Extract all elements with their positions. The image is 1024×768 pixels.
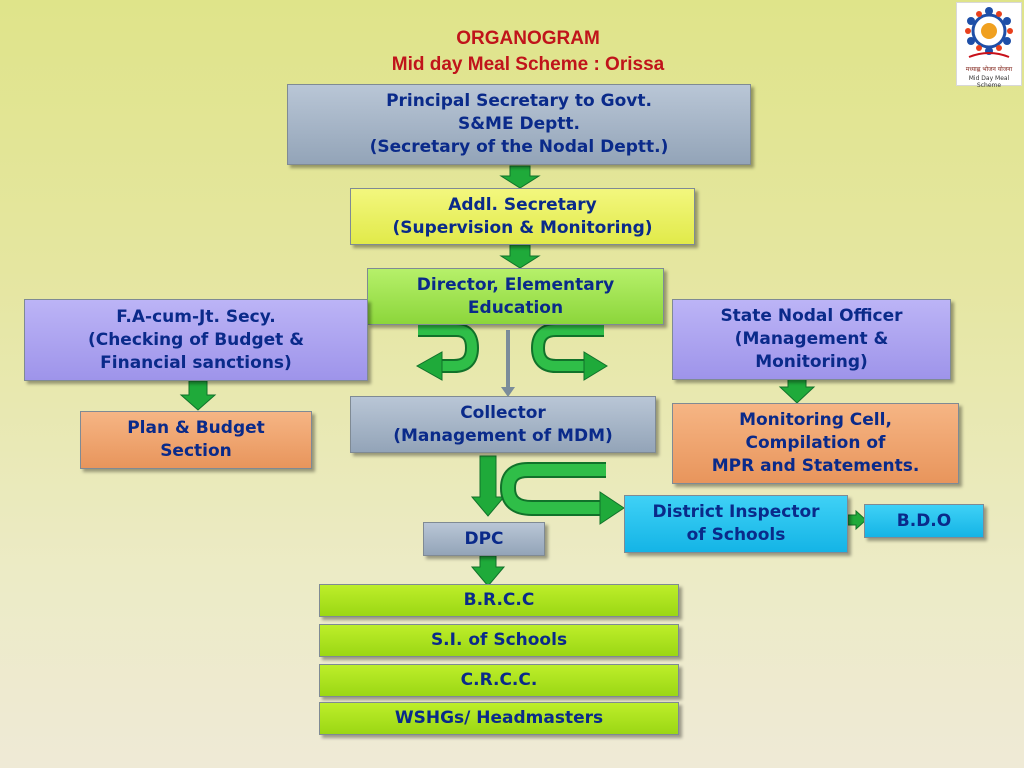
- node-addl-secretary: Addl. Secretary (Supervision & Monitorin…: [350, 188, 695, 245]
- arrow-director-to-fa: [415, 323, 479, 381]
- node-director: Director, Elementary Education: [367, 268, 664, 325]
- logo-text-english: Mid Day Meal Scheme: [968, 75, 1010, 89]
- arrow-addl-to-director: [499, 244, 541, 269]
- node-plan-budget: Plan & Budget Section: [80, 411, 312, 469]
- node-collector-label: Collector (Management of MDM): [393, 402, 613, 446]
- node-fa-jt-secy-label: F.A-cum-Jt. Secy. (Checking of Budget & …: [87, 306, 305, 373]
- arrow-principal-to-addl: [499, 165, 541, 189]
- mdm-logo-emblem: [965, 7, 1013, 58]
- arrow-director-to-collector: [501, 330, 515, 397]
- node-dpc: DPC: [423, 522, 545, 556]
- arrow-district-to-bdo: [847, 509, 867, 531]
- arrow-collector-to-district: [500, 462, 625, 525]
- node-monitoring-cell: Monitoring Cell, Compilation of MPR and …: [672, 403, 959, 484]
- node-addl-secretary-label: Addl. Secretary (Supervision & Monitorin…: [392, 194, 653, 238]
- node-principal-secretary-label: Principal Secretary to Govt. S&ME Deptt.…: [369, 91, 669, 157]
- logo-text-hindi: मध्याह्न भोजन योजना: [965, 66, 1013, 73]
- node-state-nodal-officer: State Nodal Officer (Management & Monito…: [672, 299, 951, 380]
- arrow-director-to-nodal: [531, 323, 608, 381]
- node-wshgs-label: WSHGs/ Headmasters: [394, 708, 604, 728]
- title-line-2: Mid day Meal Scheme : Orissa: [391, 54, 665, 75]
- node-brcc: B.R.C.C: [319, 584, 679, 617]
- node-fa-jt-secy: F.A-cum-Jt. Secy. (Checking of Budget & …: [24, 299, 368, 381]
- node-wshgs: WSHGs/ Headmasters: [319, 702, 679, 735]
- node-district-inspector: District Inspector of Schools: [624, 495, 848, 553]
- mdm-logo: मध्याह्न भोजन योजना Mid Day Meal Scheme: [956, 2, 1022, 89]
- node-dpc-label: DPC: [464, 528, 504, 549]
- node-monitoring-cell-label: Monitoring Cell, Compilation of MPR and …: [711, 410, 920, 476]
- arrow-fa-to-plan: [179, 380, 217, 411]
- node-principal-secretary: Principal Secretary to Govt. S&ME Deptt.…: [287, 84, 751, 165]
- arrow-dpc-to-brcc: [470, 555, 506, 587]
- node-plan-budget-label: Plan & Budget Section: [127, 418, 265, 461]
- node-bdo-label: B.D.O: [896, 510, 952, 531]
- node-brcc-label: B.R.C.C: [463, 590, 535, 610]
- title-line-1: ORGANOGRAM: [456, 28, 600, 49]
- node-state-nodal-officer-label: State Nodal Officer (Management & Monito…: [720, 306, 903, 372]
- arrow-collector-to-dpc: [470, 455, 506, 517]
- node-bdo: B.D.O: [864, 504, 984, 538]
- diagram-title: ORGANOGRAM Mid day Meal Scheme : Orissa: [0, 26, 1024, 78]
- node-crcc-label: C.R.C.C.: [460, 670, 538, 690]
- node-collector: Collector (Management of MDM): [350, 396, 656, 453]
- node-director-label: Director, Elementary Education: [416, 274, 615, 318]
- node-si-schools: S.I. of Schools: [319, 624, 679, 657]
- node-crcc: C.R.C.C.: [319, 664, 679, 697]
- node-si-schools-label: S.I. of Schools: [430, 630, 568, 650]
- node-district-inspector-label: District Inspector of Schools: [652, 502, 820, 545]
